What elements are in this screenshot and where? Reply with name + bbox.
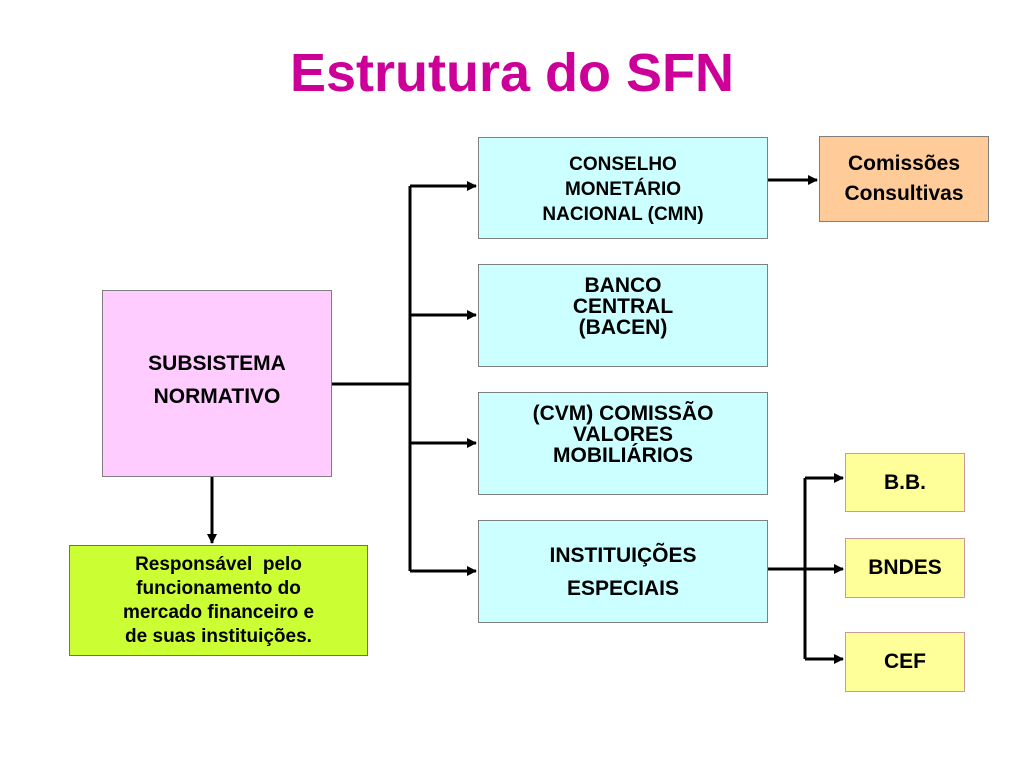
box-text-line: (CVM) COMISSÃO [532, 402, 714, 425]
box-text-line: SUBSISTEMA [148, 351, 286, 375]
box-text-line: INSTITUIÇÕES [549, 543, 697, 567]
box-text-line: ESPECIAIS [566, 576, 680, 600]
box-text-line: de suas instituições. [125, 625, 312, 647]
box-cmn: CONSELHO MONETÁRIO NACIONAL (CMN) [478, 137, 768, 239]
box-text-line: mercado financeiro e [122, 601, 315, 623]
box-text-line: VALORES [573, 423, 673, 446]
box-text-line: (BACEN) [578, 316, 668, 339]
box-text-line: Comissões [847, 152, 961, 175]
box-responsavel: Responsável pelo funcionamento do mercad… [69, 545, 368, 656]
box-text-line: CENTRAL [572, 295, 674, 318]
box-instituicoes-especiais: INSTITUIÇÕES ESPECIAIS [478, 520, 768, 623]
box-comissoes-consultivas: Comissões Consultivas [819, 136, 989, 222]
box-subsistema-normativo: SUBSISTEMA NORMATIVO [102, 290, 332, 477]
box-text-line: CONSELHO [569, 154, 677, 175]
box-text-line: Consultivas [844, 182, 964, 205]
box-bacen: BANCO CENTRAL (BACEN) [478, 264, 768, 367]
box-text-line: NORMATIVO [153, 384, 281, 408]
box-text-line: B.B. [884, 470, 926, 494]
box-text-line: MONETÁRIO [564, 179, 682, 200]
box-text-line: Responsável pelo [135, 553, 302, 575]
box-text-line: BNDES [868, 556, 942, 579]
box-text-line: MOBILIÁRIOS [553, 444, 693, 467]
box-text-line: CEF [884, 650, 926, 673]
box-text-line: BANCO [584, 274, 662, 297]
box-bndes: BNDES [845, 538, 965, 598]
box-cef: CEF [845, 632, 965, 692]
box-text-line: funcionamento do [136, 577, 301, 599]
box-cvm: (CVM) COMISSÃO VALORES MOBILIÁRIOS [478, 392, 768, 495]
box-bb: B.B. [845, 453, 965, 512]
box-text-line: NACIONAL (CMN) [542, 204, 704, 225]
slide-title: Estrutura do SFN [289, 43, 735, 103]
